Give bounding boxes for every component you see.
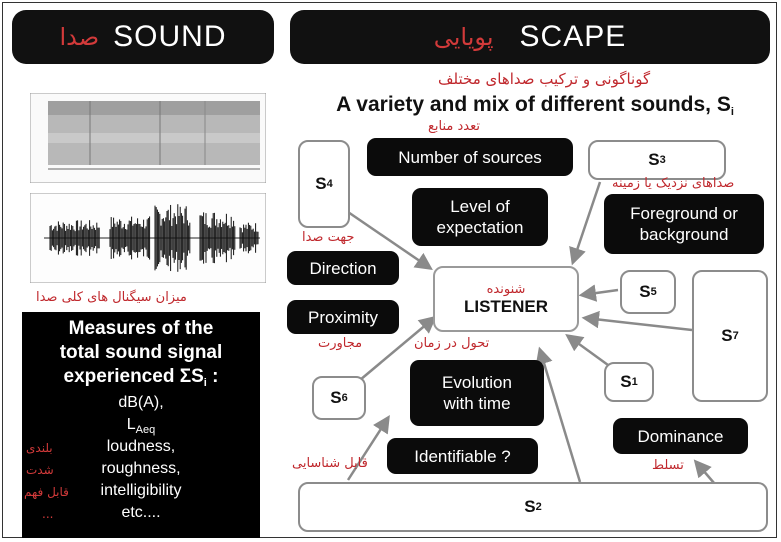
proximity-fa: مجاورت bbox=[318, 336, 363, 351]
measures-title-line-3: experienced ΣSi : bbox=[22, 365, 260, 395]
measure-loudness: loudness, bbox=[106, 438, 176, 455]
s5-sub: 5 bbox=[650, 286, 657, 298]
s3-sub: 3 bbox=[659, 154, 666, 166]
s7-main: S bbox=[721, 326, 733, 345]
arrow-s3-listener bbox=[569, 181, 602, 266]
s6-main: S bbox=[330, 388, 342, 407]
measure-intelligibility-fa: قابل فهم bbox=[24, 485, 69, 499]
signal-label-fa: میزان سیگنال های کلی صدا bbox=[36, 290, 187, 305]
level-of-expectation-box: Level of expectation bbox=[412, 188, 548, 246]
arrow-s2-s6 bbox=[346, 415, 390, 481]
arrow-s1-listener bbox=[565, 333, 609, 367]
arrow-s7-listener bbox=[581, 310, 693, 332]
s2-main: S bbox=[524, 497, 536, 516]
s6-sub: 6 bbox=[341, 392, 348, 404]
subtitle-fa: گوناگونی و ترکیب صداهای مختلف bbox=[438, 70, 651, 88]
foreground-background-box: Foreground or background bbox=[604, 194, 764, 254]
measure-loudness-fa: بلندی bbox=[26, 441, 53, 455]
measure-laeq-sub: Aeq bbox=[135, 424, 156, 436]
measure-dba: dB(A), bbox=[118, 394, 164, 411]
arrow-s5-listener bbox=[578, 284, 619, 302]
arrow-s6-listener bbox=[359, 315, 437, 381]
dominance-box: Dominance bbox=[613, 418, 748, 454]
waveform-image bbox=[30, 193, 266, 283]
dominance-fa: تسلط bbox=[652, 458, 684, 473]
listener-fa: شنونده bbox=[486, 281, 526, 297]
s5-main: S bbox=[639, 282, 651, 301]
evolution-fa: تحول در زمان bbox=[414, 336, 490, 351]
subtitle-en: A variety and mix of different sounds, S… bbox=[300, 93, 770, 118]
foreground-fa: صداهای نزدیک یا زمینه bbox=[612, 176, 735, 191]
measures-title-line-2: total sound signal bbox=[59, 342, 223, 363]
evolution-with-time-box: Evolution with time bbox=[410, 360, 544, 426]
sound-header: صدا SOUND bbox=[12, 10, 274, 64]
identifiable-fa: قابل شناسایی bbox=[292, 456, 368, 471]
measure-etc-fa: ... bbox=[42, 507, 54, 521]
s3-main: S bbox=[648, 150, 660, 169]
level-line-2: expectation bbox=[436, 218, 524, 237]
direction-box: Direction bbox=[287, 251, 399, 285]
direction-fa: جهت صدا bbox=[302, 230, 355, 245]
arrow-s4-listener bbox=[347, 210, 433, 270]
measures-title-line-1: Measures of the bbox=[68, 318, 214, 339]
s4-sub: 4 bbox=[326, 178, 333, 190]
listener-label: LISTENER bbox=[463, 296, 549, 316]
scape-header-fa: پویایی bbox=[433, 23, 494, 51]
measures-title: Measures of the total sound signal exper… bbox=[22, 317, 260, 395]
subtitle-en-sub: i bbox=[730, 106, 734, 118]
number-of-sources-fa: تعدد منابع bbox=[428, 119, 481, 134]
evolution-line-1: Evolution bbox=[442, 373, 512, 392]
measures-experienced-sub: i bbox=[203, 377, 207, 389]
measures-experienced: experienced ΣS bbox=[63, 366, 204, 387]
measure-laeq: LAeq bbox=[22, 416, 260, 436]
measure-roughness-fa: شدت bbox=[26, 463, 54, 477]
number-of-sources-box: Number of sources bbox=[367, 138, 573, 176]
s1-sub: 1 bbox=[631, 376, 638, 388]
s7-sub: 7 bbox=[732, 330, 739, 342]
measure-laeq-main: L bbox=[126, 416, 136, 433]
s4-main: S bbox=[315, 174, 327, 193]
level-line-1: Level of bbox=[450, 197, 510, 216]
evolution-line-2: with time bbox=[443, 394, 511, 413]
foreground-line-1: Foreground or bbox=[630, 204, 738, 223]
s2-sub: 2 bbox=[535, 501, 542, 513]
arrow-s2-listener bbox=[535, 346, 582, 483]
measure-intelligibility: intelligibility bbox=[100, 482, 182, 499]
foreground-line-2: background bbox=[639, 225, 729, 244]
scape-header: پویایی SCAPE bbox=[290, 10, 770, 64]
measures-colon: : bbox=[206, 366, 219, 387]
spectrogram-image bbox=[30, 93, 266, 183]
s1-main: S bbox=[620, 372, 632, 391]
measure-roughness: roughness, bbox=[101, 460, 181, 477]
listener-box: شنونده LISTENER bbox=[433, 266, 579, 332]
measures-box: Measures of the total sound signal exper… bbox=[22, 312, 260, 538]
scape-header-en: SCAPE bbox=[519, 20, 627, 53]
sound-header-fa: صدا bbox=[59, 23, 100, 51]
measure-etc: etc.... bbox=[121, 504, 161, 521]
subtitle-en-text: A variety and mix of different sounds, S bbox=[336, 93, 731, 116]
proximity-box: Proximity bbox=[287, 300, 399, 334]
sound-header-en: SOUND bbox=[113, 20, 227, 53]
identifiable-box: Identifiable ? bbox=[387, 438, 538, 474]
